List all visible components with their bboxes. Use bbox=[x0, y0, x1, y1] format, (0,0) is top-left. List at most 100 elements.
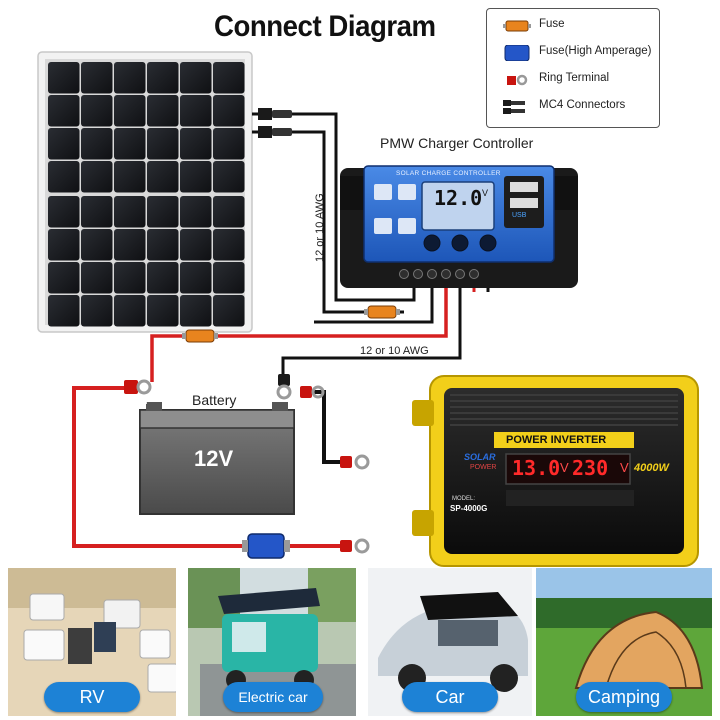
solar-cell bbox=[213, 95, 245, 127]
solar-cell bbox=[81, 95, 113, 127]
high-amperage-fuse-icon bbox=[242, 533, 290, 559]
solar-cell bbox=[147, 95, 179, 127]
controller-panel-title: SOLAR CHARGE CONTROLLER bbox=[396, 170, 501, 177]
legend-label: Fuse(High Amperage) bbox=[539, 45, 652, 57]
solar-cell bbox=[114, 262, 146, 294]
high-amperage-fuse-icon bbox=[504, 45, 530, 61]
battery-plus: + bbox=[143, 396, 150, 408]
solar-cell bbox=[180, 62, 212, 94]
fuse-icon bbox=[503, 20, 531, 32]
solar-cell bbox=[48, 128, 80, 160]
legend-label: MC4 Connectors bbox=[539, 99, 626, 111]
application-label-camping: Camping bbox=[576, 682, 672, 712]
solar-cell bbox=[213, 229, 245, 261]
solar-cell bbox=[81, 262, 113, 294]
fuse-icon bbox=[364, 305, 400, 319]
controller-wires bbox=[150, 278, 490, 382]
legend-item-ring-terminal: Ring Terminal bbox=[487, 69, 659, 91]
solar-cell bbox=[48, 196, 80, 228]
application-label-car: Car bbox=[402, 682, 498, 712]
application-photo-car: Car bbox=[368, 568, 536, 716]
mc4-connector-icon bbox=[503, 100, 525, 114]
legend-item-mc4: MC4 Connectors bbox=[487, 96, 659, 118]
solar-cell bbox=[48, 229, 80, 261]
inverter-readout-2: 230 bbox=[572, 456, 609, 480]
application-photo-electric-car: Electric car bbox=[188, 568, 356, 716]
inverter-model-label: MODEL: bbox=[452, 496, 476, 502]
inverter-grille-line bbox=[450, 418, 678, 420]
solar-cell bbox=[180, 196, 212, 228]
solar-cell bbox=[213, 128, 245, 160]
solar-cell bbox=[81, 196, 113, 228]
inverter-power: 4000W bbox=[634, 462, 669, 474]
battery-label: Battery bbox=[192, 392, 237, 408]
solar-cell bbox=[81, 229, 113, 261]
solar-cell bbox=[48, 95, 80, 127]
battery bbox=[139, 402, 295, 515]
solar-cell bbox=[48, 161, 80, 193]
wire-gauge-label-vertical: 12 or 10 AWG bbox=[314, 193, 326, 262]
solar-cell bbox=[81, 295, 113, 327]
fuse-icon bbox=[182, 329, 218, 343]
solar-cell bbox=[81, 128, 113, 160]
battery-minus: − bbox=[276, 394, 284, 408]
application-label-electric-car: Electric car bbox=[223, 682, 323, 712]
solar-cell bbox=[114, 229, 146, 261]
solar-cell bbox=[213, 262, 245, 294]
solar-cell bbox=[213, 295, 245, 327]
inverter-unit-2: V bbox=[620, 460, 629, 475]
application-photo-camping: Camping bbox=[536, 568, 712, 716]
inverter-brand: SOLAR bbox=[464, 452, 496, 462]
solar-cell bbox=[48, 295, 80, 327]
usb-label: USB bbox=[512, 212, 527, 219]
controller-terminal bbox=[455, 269, 465, 279]
solar-cell bbox=[114, 161, 146, 193]
legend-label: Fuse bbox=[539, 18, 565, 30]
inverter-grille-line bbox=[450, 406, 678, 408]
camping-illustration bbox=[536, 568, 712, 716]
solar-cell bbox=[48, 62, 80, 94]
battery-voltage: 12V bbox=[194, 446, 234, 471]
power-inverter bbox=[412, 375, 699, 567]
inverter-unit-1: V bbox=[560, 460, 569, 475]
solar-cell bbox=[114, 128, 146, 160]
legend: Fuse Fuse(High Amperage) Ring Terminal M… bbox=[486, 8, 660, 128]
inverter-readout-1: 13.0 bbox=[512, 456, 561, 480]
solar-cell bbox=[180, 295, 212, 327]
controller-terminal bbox=[399, 269, 409, 279]
application-label-rv: RV bbox=[44, 682, 140, 712]
solar-cell bbox=[48, 262, 80, 294]
diagram-title: Connect Diagram bbox=[214, 10, 436, 43]
legend-item-fuse: Fuse bbox=[487, 15, 659, 37]
solar-cell bbox=[147, 295, 179, 327]
solar-cell bbox=[180, 95, 212, 127]
solar-cell bbox=[81, 62, 113, 94]
solar-cell bbox=[213, 62, 245, 94]
solar-cell bbox=[147, 62, 179, 94]
inverter-model: SP-4000G bbox=[450, 504, 488, 513]
inverter-brand-sub: POWER bbox=[470, 464, 497, 471]
solar-cell bbox=[114, 196, 146, 228]
solar-cell bbox=[147, 262, 179, 294]
inverter-grille-line bbox=[450, 424, 678, 426]
controller-terminal bbox=[427, 269, 437, 279]
charge-controller bbox=[340, 165, 578, 288]
solar-panel bbox=[37, 51, 253, 333]
controller-display-value: 12.0 bbox=[434, 186, 483, 210]
legend-item-high-amperage-fuse: Fuse(High Amperage) bbox=[487, 42, 659, 64]
controller-terminal bbox=[469, 269, 479, 279]
solar-cell bbox=[180, 128, 212, 160]
ring-terminal-icon bbox=[507, 74, 528, 86]
legend-label: Ring Terminal bbox=[539, 72, 610, 84]
solar-cell bbox=[147, 229, 179, 261]
ring-terminal-icon bbox=[124, 374, 370, 554]
solar-cell bbox=[81, 161, 113, 193]
solar-cell bbox=[147, 161, 179, 193]
inverter-title: POWER INVERTER bbox=[506, 434, 607, 446]
solar-cell bbox=[180, 161, 212, 193]
solar-cell bbox=[213, 161, 245, 193]
solar-cell bbox=[114, 62, 146, 94]
controller-display-unit: V bbox=[482, 188, 489, 198]
inverter-grille-line bbox=[450, 394, 678, 396]
